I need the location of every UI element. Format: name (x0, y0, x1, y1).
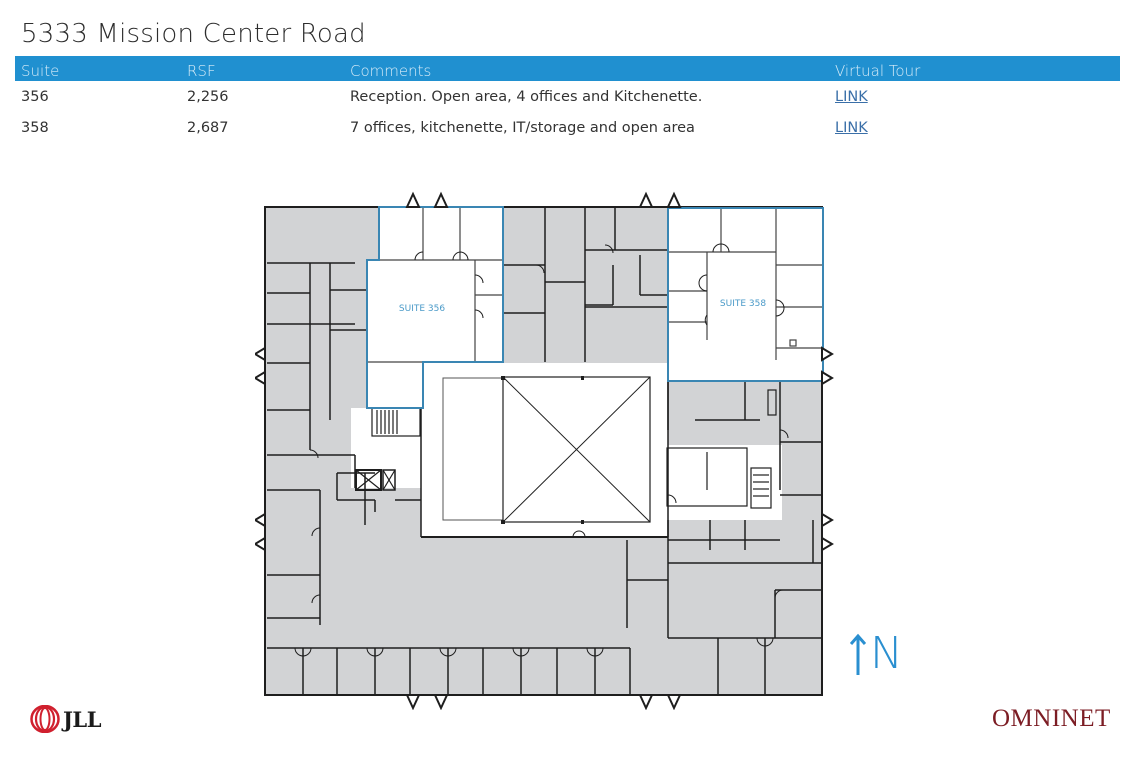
column-header-virtual-tour: Virtual Tour (835, 62, 921, 80)
rsf-value: 2,256 (187, 88, 229, 105)
jll-logo: JLL (30, 705, 101, 733)
column-header-rsf: RSF (187, 62, 216, 80)
omninet-logo: OMNINET (992, 705, 1111, 732)
comments-text: Reception. Open area, 4 offices and Kitc… (350, 88, 703, 105)
suite-number: 358 (21, 119, 49, 136)
floor-plan: SUITE 356 SUITE 358 (253, 190, 840, 711)
virtual-tour-link[interactable]: LINK (835, 88, 868, 105)
column-header-comments: Comments (350, 62, 432, 80)
virtual-tour-link[interactable]: LINK (835, 119, 868, 136)
page-title: 5333 Mission Center Road (21, 19, 366, 49)
suite-356-label: SUITE 356 (399, 304, 445, 314)
north-arrow-icon (850, 633, 866, 675)
jll-emblem-icon (30, 705, 60, 733)
table-row: 358 2,687 7 offices, kitchenette, IT/sto… (15, 112, 1120, 143)
suite-number: 356 (21, 88, 49, 105)
comments-text: 7 offices, kitchenette, IT/storage and o… (350, 119, 695, 136)
north-compass: N (850, 628, 903, 679)
rsf-value: 2,687 (187, 119, 229, 136)
suite-table: Suite RSF Comments Virtual Tour 356 2,25… (15, 56, 1120, 143)
column-header-suite: Suite (21, 62, 60, 80)
suite-358-label: SUITE 358 (720, 299, 766, 309)
jll-wordmark: JLL (63, 706, 101, 732)
table-row: 356 2,256 Reception. Open area, 4 office… (15, 81, 1120, 112)
table-header: Suite RSF Comments Virtual Tour (15, 56, 1120, 81)
north-label: N (870, 628, 903, 679)
